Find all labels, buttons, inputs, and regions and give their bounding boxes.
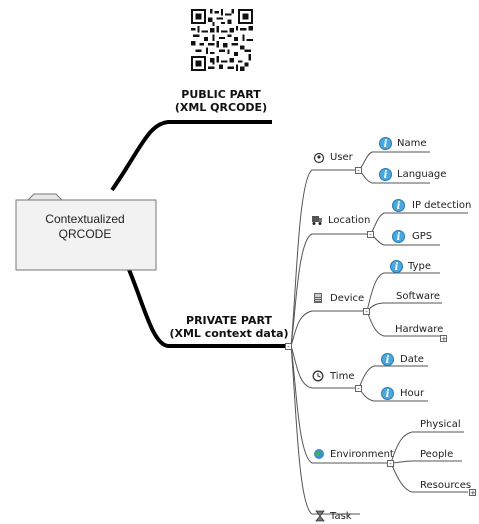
device-collapse-toggle[interactable]: - [363, 308, 370, 316]
category-environment-label[interactable]: Environment [330, 449, 394, 460]
user-collapse-toggle[interactable]: - [355, 167, 362, 175]
leaf-hour-label[interactable]: Hour [400, 388, 425, 399]
leaf-ip-detection-label[interactable]: IP detection [412, 200, 472, 211]
time-collapse-toggle[interactable]: - [355, 385, 362, 393]
category-location-label[interactable]: Location [328, 215, 371, 226]
category-time-label[interactable]: Time [330, 371, 355, 382]
qr-code-image [191, 9, 253, 71]
leaf-gps-label[interactable]: GPS [412, 231, 433, 242]
environment-collapse-toggle[interactable]: - [387, 460, 394, 468]
location-icon [312, 216, 322, 225]
public-part-label: PUBLIC PART (XML QRCODE) [174, 88, 268, 114]
leaf-people-label[interactable]: People [420, 449, 454, 460]
info-icon: i [379, 168, 392, 181]
leaf-physical-label[interactable]: Physical [420, 419, 461, 430]
location-collapse-toggle[interactable]: - [367, 231, 374, 239]
private-part-label: PRIVATE PART (XML context data) [169, 314, 289, 340]
info-icon: i [390, 260, 403, 273]
info-icon: i [381, 353, 394, 366]
leaf-name-label[interactable]: Name [397, 138, 427, 149]
category-task-label[interactable]: Task [330, 511, 352, 522]
leaf-language-label[interactable]: Language [397, 169, 447, 180]
leaf-hardware-label[interactable]: Hardware [395, 324, 444, 335]
user-icon [313, 152, 325, 164]
hourglass-icon [315, 510, 325, 522]
root-label: Contextualized QRCODE [45, 212, 125, 241]
leaf-resources-label[interactable]: Resources [420, 480, 472, 491]
folder-tab [26, 193, 64, 201]
hardware-expand-toggle[interactable]: + [440, 335, 447, 343]
folder-node[interactable] [14, 192, 158, 272]
public-branch [110, 120, 272, 192]
clock-icon [312, 370, 324, 382]
info-icon: i [379, 137, 392, 150]
private-collapse-toggle[interactable]: - [285, 343, 292, 351]
leaf-type-label[interactable]: Type [408, 261, 431, 272]
info-icon: i [392, 230, 405, 243]
category-user-label[interactable]: User [330, 152, 353, 163]
info-icon: i [392, 199, 405, 212]
info-icon: i [381, 387, 394, 400]
leaf-date-label[interactable]: Date [400, 354, 424, 365]
globe-icon [314, 449, 324, 459]
device-icon [314, 293, 322, 303]
category-device-label[interactable]: Device [330, 293, 365, 304]
leaf-software-label[interactable]: Software [396, 291, 441, 302]
resources-expand-toggle[interactable]: + [469, 489, 476, 497]
